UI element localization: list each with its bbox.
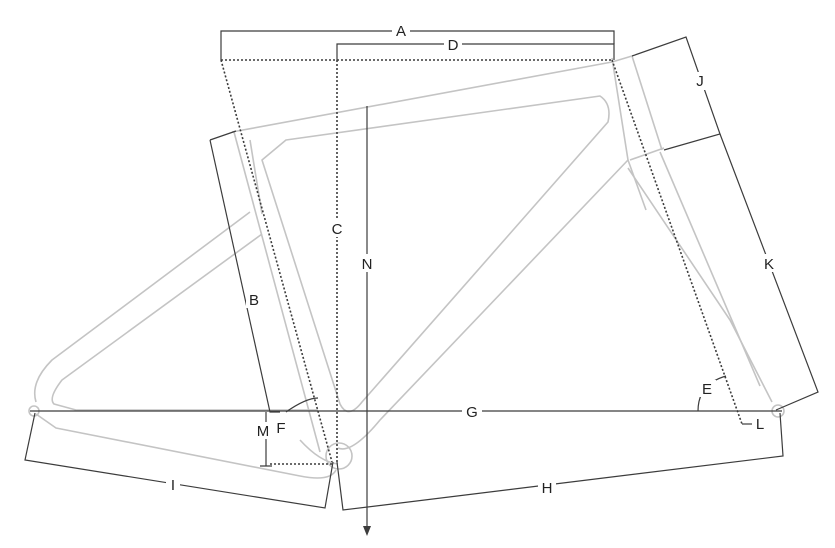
- dim-n-arrow: [363, 526, 371, 536]
- dimension-labels: A D C N B G M F I H J K E L: [166, 22, 778, 497]
- dim-a-bracket: [220, 30, 615, 60]
- fork-blade-inner: [659, 151, 761, 387]
- down-tube: [337, 159, 629, 450]
- dim-h-line: [336, 412, 784, 511]
- label-k: K: [764, 256, 774, 273]
- dim-j-line: [631, 36, 721, 151]
- head-tube-inner: [631, 55, 663, 151]
- seat-stay: [33, 211, 251, 403]
- label-b: B: [249, 292, 259, 309]
- label-n: N: [362, 256, 373, 273]
- label-h: H: [542, 480, 553, 497]
- label-a: A: [396, 23, 406, 40]
- label-i: I: [171, 477, 175, 494]
- top-tube: [231, 55, 633, 133]
- seat-tube-inner: [249, 139, 263, 215]
- label-j: J: [696, 73, 704, 90]
- label-g: G: [466, 404, 478, 421]
- fork-crown: [629, 147, 665, 161]
- fork-blade: [627, 167, 773, 403]
- dim-b-line: [209, 130, 280, 413]
- bike-frame-outline: [28, 55, 785, 479]
- dim-seat-dotted: [220, 59, 333, 463]
- chain-stay: [35, 413, 337, 479]
- seat-tube: [233, 131, 321, 453]
- dim-f-arc: [285, 397, 319, 413]
- dim-head-dotted: [611, 59, 743, 425]
- dim-d-bracket: [336, 43, 615, 60]
- label-f: F: [276, 420, 285, 437]
- bottom-bracket: [325, 442, 353, 470]
- label-e: E: [702, 381, 712, 398]
- head-tube: [611, 57, 647, 211]
- label-d: D: [448, 37, 459, 54]
- label-l: L: [756, 416, 764, 433]
- dimension-lines: [24, 30, 819, 536]
- dim-k-line: [719, 133, 819, 411]
- label-c: C: [332, 221, 343, 238]
- main-triangle-inner: [261, 95, 610, 413]
- label-m: M: [257, 423, 270, 440]
- chain-stay-inner: [299, 439, 339, 465]
- seat-stay-inner: [51, 233, 318, 411]
